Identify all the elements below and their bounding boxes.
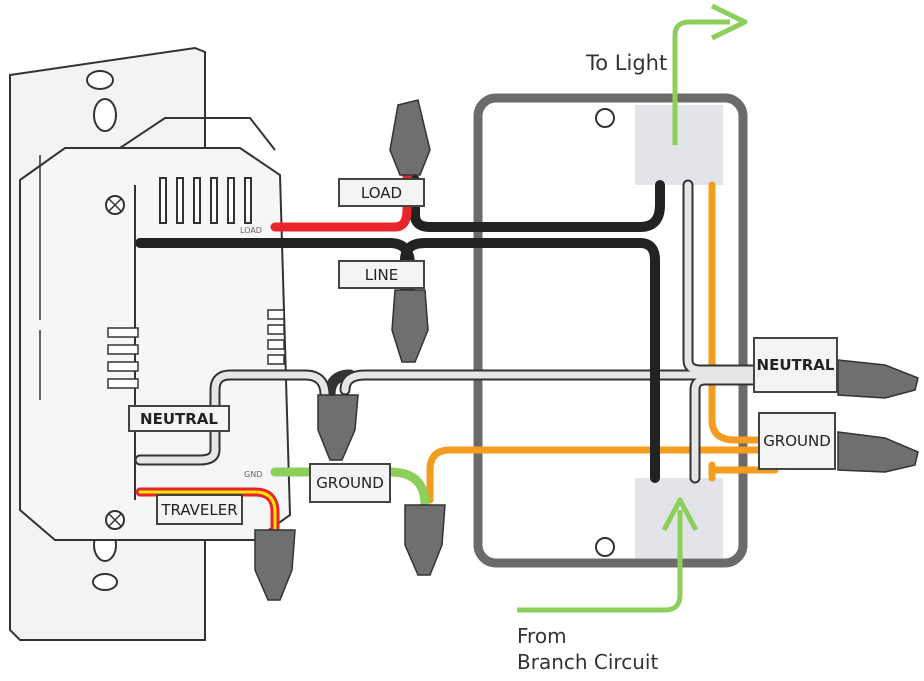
wire-nut-icon [254,529,296,601]
conduit-entry-top [635,105,723,185]
arrow-up-icon [672,3,748,145]
load-wire [270,170,412,232]
wire-nut-icon [317,394,359,461]
neutral-box-tag: NEUTRAL [753,337,838,393]
wire-nut-icon [391,289,429,363]
ground-wire-bare [426,181,779,504]
plate-screw-hole-bottom [92,573,118,591]
from-label: From [517,624,567,648]
neutral-switch-tag: NEUTRAL [128,405,230,432]
to-light-label: To Light [586,51,668,75]
terminal-load-label: LOAD [240,226,262,235]
wire-nut-icon [837,359,919,399]
ground-switch-tag: GROUND [309,463,391,503]
plate-screw-hole-top [86,70,114,90]
traveler-tag: TRAVELER [156,494,243,525]
line-tag: LINE [338,260,425,289]
terminal-gnd-label: GND [244,470,263,479]
wire-nut-icon [404,504,446,576]
junction-box [473,93,748,568]
wire-nut-icon [837,431,919,473]
arrow-up-icon [517,497,699,613]
branch-circuit-label: Branch Circuit [517,650,659,674]
ground-box-tag: GROUND [758,412,836,470]
traveler-wire [135,487,280,535]
wire-nut-icon [389,99,431,176]
load-tag: LOAD [338,178,425,207]
